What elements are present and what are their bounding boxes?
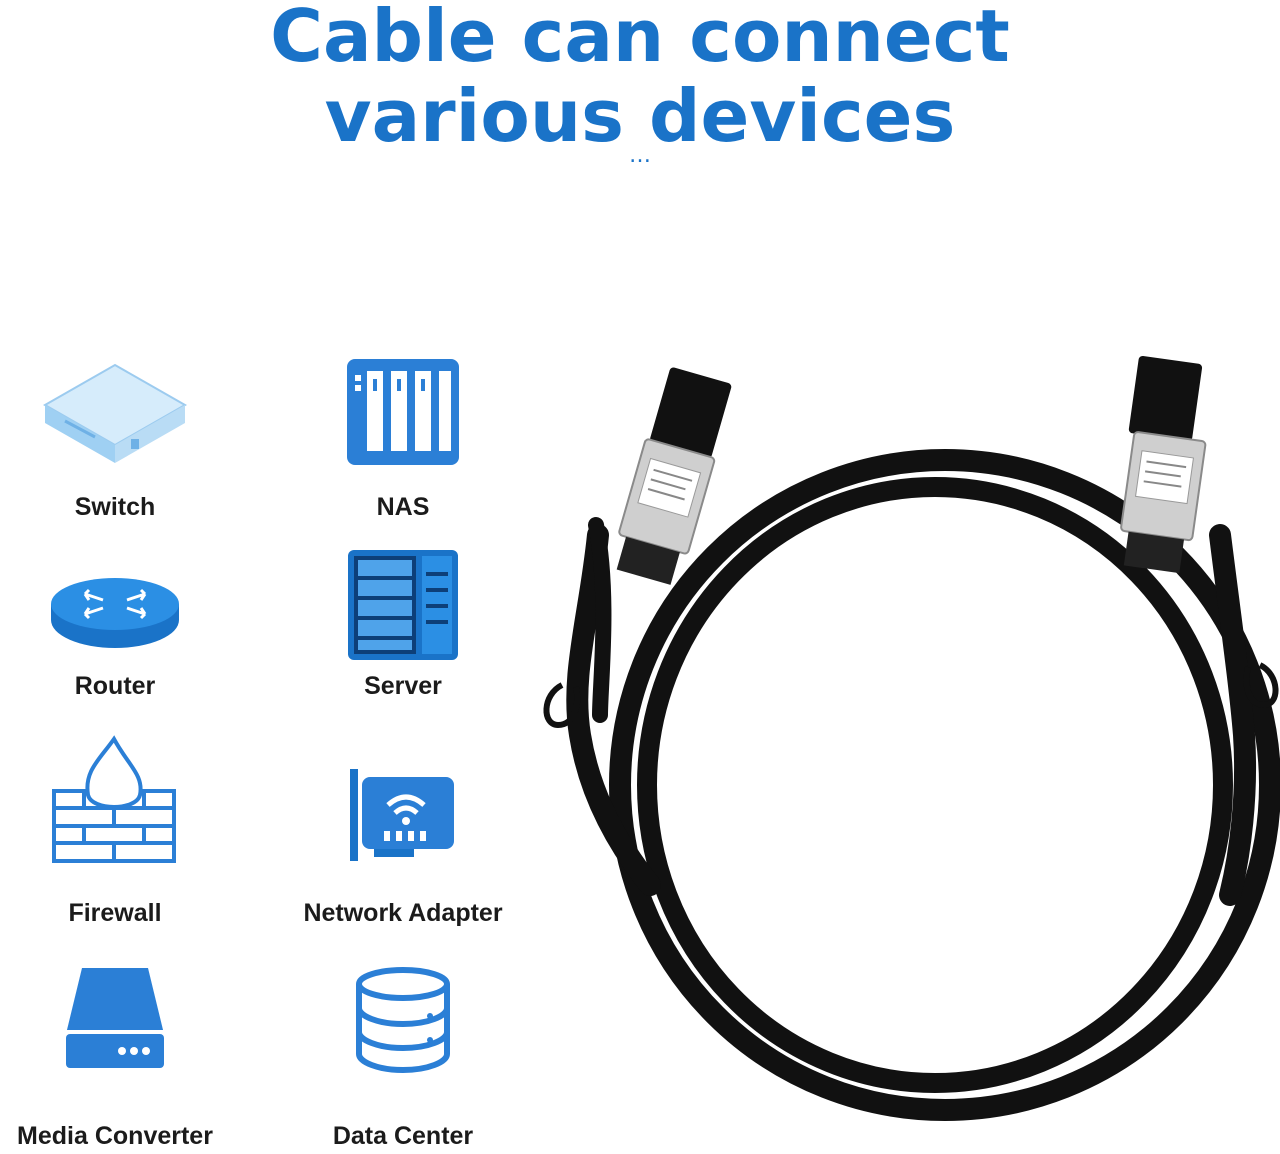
device-label: Media Converter <box>17 1122 213 1150</box>
network-adapter-icon <box>350 769 454 861</box>
device-label: Router <box>74 672 156 700</box>
device-firewall: Firewall <box>0 735 230 935</box>
device-data-center: Data Center <box>288 966 518 1154</box>
headline-ellipsis: … <box>629 143 651 168</box>
headline-line-2: various devices <box>324 74 956 158</box>
device-router: Router <box>0 572 230 712</box>
switch-icon <box>42 363 188 463</box>
router-icon <box>51 578 179 648</box>
nas-icon <box>347 359 459 465</box>
device-label: Data Center <box>332 1122 474 1150</box>
device-server: Server <box>288 548 518 708</box>
data-center-icon <box>356 967 450 1074</box>
device-label: Network Adapter <box>303 899 503 927</box>
device-nas: NAS <box>288 355 518 535</box>
media-converter-icon <box>66 968 164 1068</box>
device-network-adapter: Network Adapter <box>288 765 518 935</box>
device-label: Firewall <box>68 899 162 927</box>
firewall-icon <box>52 735 176 863</box>
dac-cable-image <box>543 355 1280 1121</box>
device-label: Server <box>364 672 442 700</box>
device-label: NAS <box>376 493 430 521</box>
server-icon <box>347 550 458 660</box>
device-switch: Switch <box>0 355 230 535</box>
device-label: Switch <box>74 493 156 521</box>
headline-line-1: Cable can connect <box>270 0 1010 78</box>
device-media-converter: Media Converter <box>0 962 230 1154</box>
